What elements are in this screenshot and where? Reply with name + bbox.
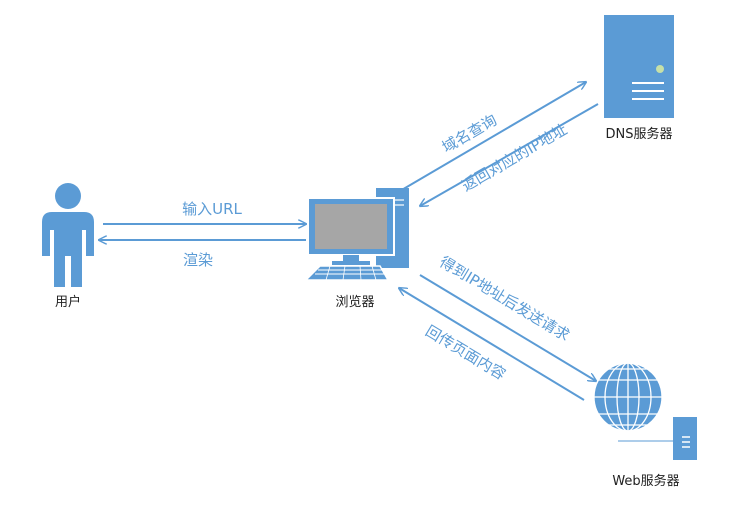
label-return-content: 回传页面内容 <box>422 322 508 384</box>
person-icon <box>42 183 94 287</box>
arrow-domain-query <box>399 82 586 192</box>
server-tower-icon <box>604 15 674 118</box>
label-input-url: 输入URL <box>182 200 242 218</box>
web-server-label: Web服务器 <box>612 473 679 489</box>
arrow-return-content <box>399 288 585 401</box>
globe-server-icon <box>593 362 697 460</box>
browser-label: 浏览器 <box>335 294 374 310</box>
user-label: 用户 <box>55 294 81 310</box>
label-render: 渲染 <box>183 251 213 269</box>
computer-icon <box>304 188 409 281</box>
dns-server-label: DNS服务器 <box>606 126 673 142</box>
label-send-request: 得到IP地址后发送请求 <box>436 253 573 345</box>
arrow-return-ip <box>420 103 599 206</box>
arrow-send-request <box>419 274 596 381</box>
